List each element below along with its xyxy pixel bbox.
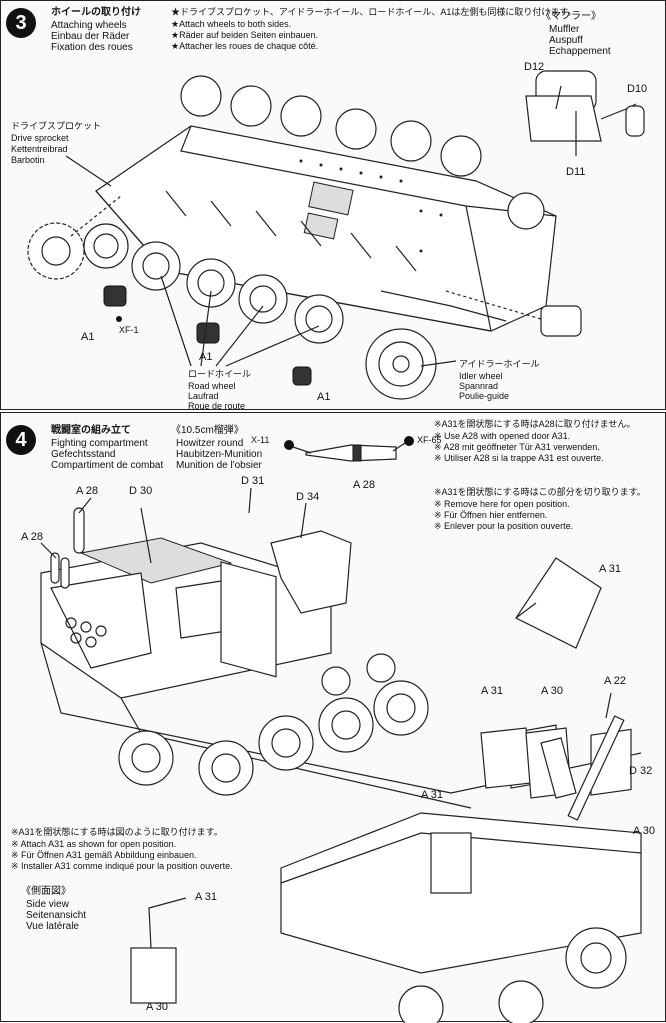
part-label: A 31 [421, 789, 444, 801]
side-view-de: Seitenansicht [26, 910, 87, 921]
step-title-de: Einbau der Räder [51, 31, 130, 42]
part-label: A 30 [146, 1001, 169, 1013]
road-wheel-fr: Roue de route [188, 401, 246, 411]
step-3-illustration [27, 70, 645, 400]
idler-wheel-drawing [365, 328, 437, 400]
note-line: ※ Enlever pour la position ouverte. [434, 521, 574, 531]
part-label: D 30 [129, 485, 153, 497]
step-title-jp: ホイールの取り付け [51, 7, 141, 18]
side-view-jp: 《側面図》 [21, 886, 71, 897]
step-3-panel: 3 ホイールの取り付け Attaching wheels Einbau der … [0, 0, 666, 411]
side-view-en: Side view [26, 899, 69, 910]
part-label: A1 [81, 331, 95, 343]
step-4-panel: 4 戦闘室の組み立て Fighting compartment Gefechts… [0, 412, 666, 1023]
note-line: ※ Für Öffnen A31 gemäß Abbildung einbaue… [11, 850, 197, 860]
idler-wheel-jp: アイドラーホイール [459, 359, 540, 369]
howitzer-label-en: Howitzer round [176, 438, 244, 449]
part-label: A 30 [633, 825, 656, 837]
step-4-illustration [40, 436, 642, 1023]
note-line: ※A31を開状態にする時はA28に取り付けません。 [434, 419, 636, 429]
step-title-en: Attaching wheels [51, 20, 127, 31]
a31-part-drawing [515, 557, 602, 649]
part-label: A1 [317, 391, 331, 403]
road-wheel-de: Laufrad [188, 391, 219, 401]
howitzer-label-fr: Munition de l'obsier [176, 460, 262, 471]
part-label: A 30 [541, 685, 564, 697]
fighting-compartment-drawing [40, 507, 642, 809]
paint-code: X-11 [251, 435, 270, 445]
open-door-assembly-drawing [280, 715, 642, 1023]
drive-sprocket-drawing [27, 222, 85, 280]
note-line: ※ Installer A31 comme indiqué pour la po… [11, 861, 233, 871]
note-line: ★Räder auf beiden Seiten einbauen. [171, 30, 319, 40]
paint-code: XF-65 [417, 435, 442, 445]
part-label: D11 [566, 166, 586, 178]
part-label: A 31 [481, 685, 504, 697]
muffler-label-en: Muffler [549, 24, 580, 35]
muffler-label-fr: Echappement [549, 46, 611, 57]
part-label: A1 [199, 351, 213, 363]
idler-wheel-de: Spannrad [459, 381, 499, 391]
part-label: A 28 [353, 479, 376, 491]
idler-wheel-fr: Poulie-guide [459, 391, 510, 401]
step-title-de: Gefechtsstand [51, 449, 116, 460]
note-line: ※ Utiliser A28 si la trappe A31 est ouve… [434, 453, 604, 463]
note-line: ※A31を開状態にする時は図のように取り付けます。 [11, 827, 223, 837]
muffler-label-de: Auspuff [549, 35, 583, 46]
note-line: ★Attach wheels to both sides. [171, 19, 292, 29]
part-label: D10 [627, 83, 648, 95]
part-label: D 31 [241, 475, 265, 487]
step-number-badge: 3 [6, 8, 36, 38]
note-line: ※A31を閉状態にする時はこの部分を切り取ります。 [434, 487, 646, 497]
step-title-fr: Compartiment de combat [51, 460, 164, 471]
drive-sprocket-en: Drive sprocket [11, 133, 69, 143]
muffler-label-jp: 《マフラー》 [541, 11, 601, 22]
note-line: ★ドライブスプロケット、アイドラーホイール、ロードホイール、A1は左側も同様に取… [171, 7, 577, 17]
note-line: ※ Use A28 with opened door A31. [434, 431, 571, 441]
part-label: A 22 [604, 675, 627, 687]
part-label: A 28 [21, 531, 44, 543]
drive-sprocket-fr: Barbotin [11, 155, 45, 165]
note-line: ※ Attach A31 as shown for open position. [11, 839, 177, 849]
part-label: A 28 [76, 485, 99, 497]
howitzer-label-jp: 《10.5cm榴弾》 [171, 425, 244, 436]
step-title-jp: 戦闘室の組み立て [51, 425, 131, 436]
part-label: A 31 [599, 563, 622, 575]
paint-code: XF-1 [119, 325, 139, 335]
road-wheel-en: Road wheel [188, 381, 236, 391]
part-label: D12 [524, 61, 545, 73]
side-view-fr: Vue latérale [26, 921, 79, 932]
side-view-drawing [130, 897, 187, 1004]
part-label: A 31 [195, 891, 218, 903]
road-wheel-jp: ロードホイール [188, 369, 252, 379]
howitzer-label-de: Haubitzen-Munition [176, 449, 263, 460]
note-line: ※ Für Öffnen hier entfernen. [434, 510, 548, 520]
drive-sprocket-de: Kettentreibrad [11, 144, 68, 154]
muffler-inset [525, 70, 645, 156]
drive-sprocket-jp: ドライブスプロケット [11, 121, 102, 131]
step-title-fr: Fixation des roues [51, 42, 133, 53]
idler-wheel-en: Idler wheel [459, 371, 503, 381]
part-label: D 34 [296, 491, 320, 503]
note-line: ※ Remove here for open position. [434, 499, 570, 509]
step-number-badge: 4 [6, 425, 36, 455]
part-label: D 32 [629, 765, 653, 777]
note-line: ★Attacher les roues de chaque côté. [171, 41, 319, 51]
note-line: ※ A28 mit geöffneter Tür A31 verwenden. [434, 442, 600, 452]
howitzer-round-drawing [284, 436, 414, 462]
step-title-en: Fighting compartment [51, 438, 148, 449]
